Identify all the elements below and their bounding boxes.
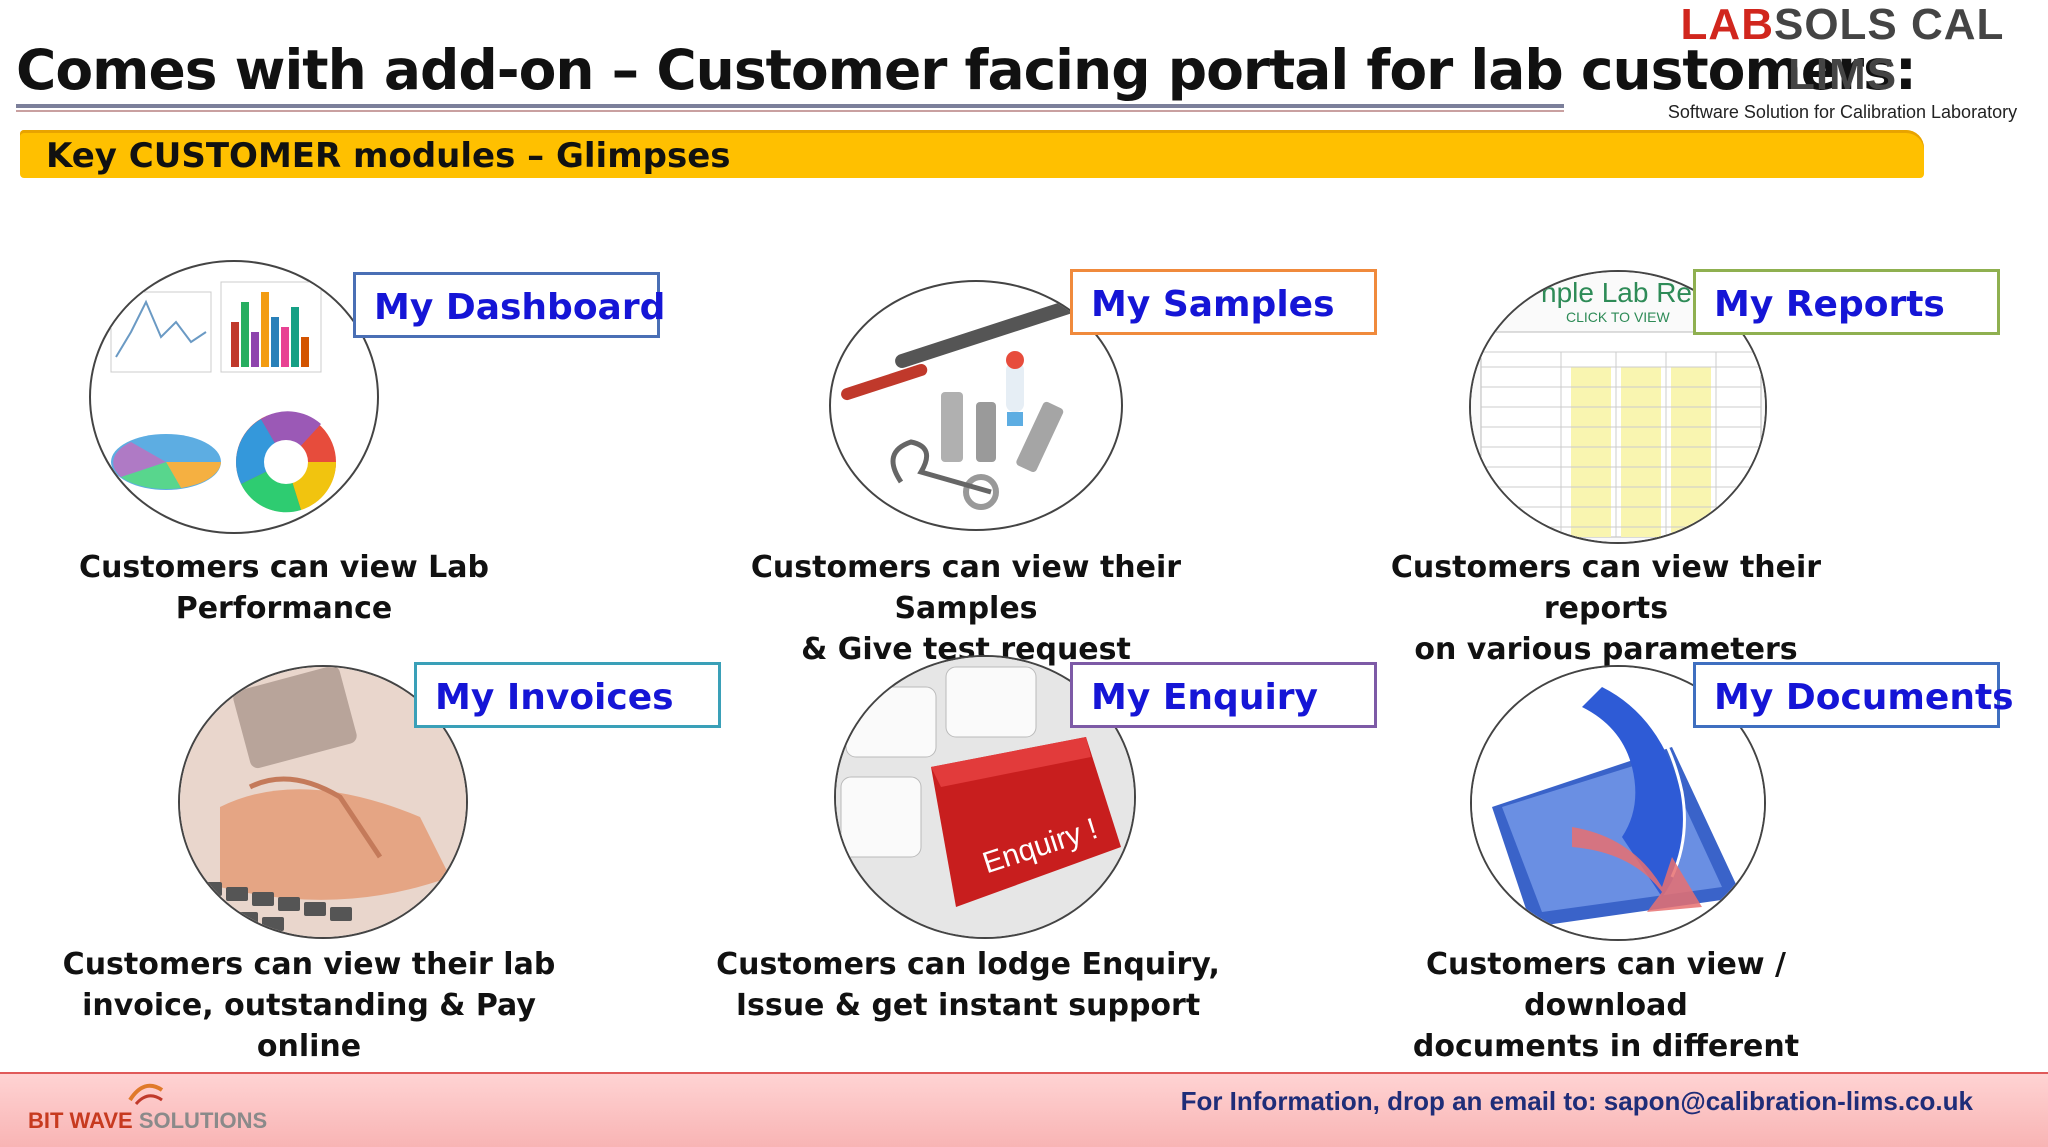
invoices-description: Customers can view their lab invoice, ou… (49, 944, 569, 1067)
my-documents-button[interactable]: My Documents (1693, 662, 2014, 728)
brand-tagline: Software Solution for Calibration Labora… (1667, 102, 2018, 122)
brand-logo: LABSOLS CAL LIMS Software Solution for C… (1640, 0, 2045, 123)
my-dashboard-button[interactable]: My Dashboard (353, 272, 665, 338)
reports-description: Customers can view their reports on vari… (1346, 547, 1866, 670)
dashboard-image (89, 260, 379, 534)
title-underline (16, 104, 1564, 108)
report-image-subtitle: CLICK TO VIEW (1566, 309, 1671, 325)
samples-description-line1: Customers can view their Samples (750, 550, 1182, 626)
brand-name-part2: SOLS CAL LIMS (1773, 0, 2005, 99)
documents-description-line1: Customers can view / download (1425, 947, 1786, 1023)
dashboard-description-line1: Customers can view Lab (79, 550, 489, 585)
dashboard-description-line2: Performance (175, 591, 393, 626)
bitwave-logo-part1: BIT WAVE (28, 1108, 133, 1133)
samples-description: Customers can view their Samples & Give … (706, 547, 1226, 670)
documents-description: Customers can view / download documents … (1346, 944, 1866, 1108)
section-banner: Key CUSTOMER modules – Glimpses (20, 130, 1924, 178)
dashboard-charts-icon (110, 281, 337, 513)
my-reports-button[interactable]: My Reports (1693, 269, 2000, 335)
my-invoices-button[interactable]: My Invoices (414, 662, 721, 728)
my-samples-button[interactable]: My Samples (1070, 269, 1377, 335)
report-sheet-icon: nple Lab Repo CLICK TO VIEW (1471, 272, 1765, 542)
bitwave-logo-part2: SOLUTIONS (132, 1108, 268, 1133)
enquiry-description: Customers can lodge Enquiry, Issue & get… (708, 944, 1228, 1026)
samples-tools-icon (841, 287, 1115, 510)
reports-description-line2: on various parameters (1414, 632, 1798, 667)
enquiry-description-line2: Issue & get instant support (735, 988, 1201, 1023)
my-enquiry-button[interactable]: My Enquiry (1070, 662, 1377, 728)
reports-description-line1: Customers can view their reports (1390, 550, 1822, 626)
invoices-description-line2: invoice, outstanding & Pay online (82, 988, 536, 1064)
brand-name: LABSOLS CAL LIMS (1640, 0, 2045, 100)
title-underline-accent (16, 110, 1564, 112)
page-title: Comes with add-on – Customer facing port… (16, 38, 1917, 102)
enquiry-description-line1: Customers can lodge Enquiry, (716, 947, 1220, 982)
section-banner-title: Key CUSTOMER modules – Glimpses (46, 136, 731, 176)
bitwave-logo: BIT WAVE SOLUTIONS (28, 1083, 268, 1134)
reports-image: nple Lab Repo CLICK TO VIEW (1469, 270, 1767, 544)
footer-bar: BIT WAVE SOLUTIONS For Information, drop… (0, 1072, 2048, 1147)
footer-contact-email[interactable]: For Information, drop an email to: sapon… (1180, 1086, 1973, 1116)
dashboard-description: Customers can view Lab Performance (24, 547, 544, 629)
card-keyboard-icon (180, 667, 466, 937)
invoices-description-line1: Customers can view their lab (62, 947, 556, 982)
swoosh-icon (128, 1083, 164, 1106)
brand-name-part1: LAB (1680, 0, 1774, 49)
